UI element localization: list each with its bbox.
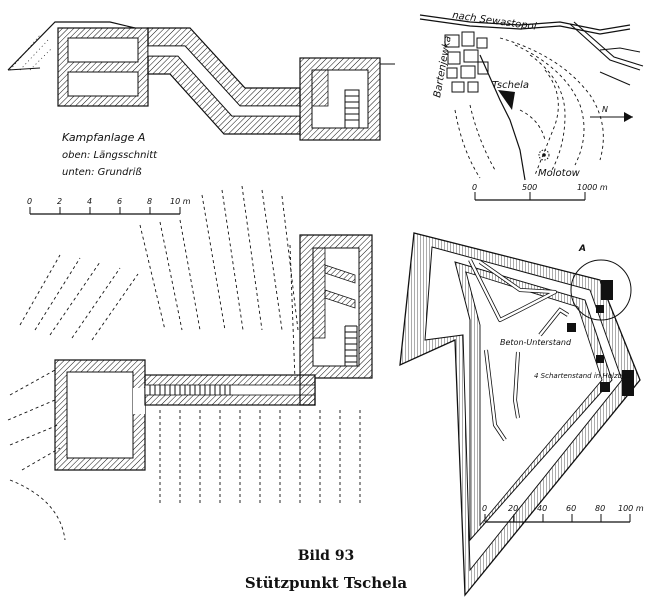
location-map: N — [419, 14, 644, 181]
scale-tick-label: 4 — [87, 197, 92, 206]
road-label: nach Sewastopol — [452, 10, 538, 33]
figure-title: Stützpunkt Tschela — [245, 574, 407, 592]
fort-marker-a: A — [578, 244, 586, 254]
scale-tick-label: 0 — [27, 197, 32, 206]
floor-plan — [7, 185, 373, 541]
north-arrow-icon: N — [590, 105, 633, 122]
scale-bar-100m: 0 20 40 60 80 100 m — [482, 504, 644, 523]
legend-line-bottom: unten: Grundriß — [62, 167, 142, 178]
north-arrow-label: N — [602, 105, 608, 114]
trench-label: 4 Schartenstand in Holzbau — [534, 372, 631, 380]
bunker-label: Beton-Unterstand — [500, 338, 572, 347]
scale-tick-label: 0 — [472, 183, 477, 192]
village-label-center: Tschela — [492, 80, 529, 91]
scale-tick-label: 6 — [117, 197, 122, 206]
legend-line-top: oben: Längsschnitt — [62, 150, 158, 161]
scale-tick-label: 20 — [508, 504, 518, 513]
longitudinal-section — [7, 21, 395, 141]
village-label-right: Molotow — [538, 168, 581, 179]
fort-plan — [399, 232, 641, 597]
village-label-left: Bartenjewka — [432, 35, 454, 99]
figure-number: Bild 93 — [298, 548, 355, 564]
scale-tick-label: 60 — [566, 504, 576, 513]
legend-title: Kampfanlage A — [62, 131, 145, 144]
scale-tick-label: 40 — [537, 504, 547, 513]
scale-tick-label: 500 — [522, 183, 537, 192]
scale-tick-label: 80 — [595, 504, 605, 513]
scale-bar-10m: 0 2 4 6 8 10 m — [27, 197, 191, 215]
scale-bar-1000m: 0 500 1000 m — [472, 183, 608, 201]
scale-tick-label: 2 — [57, 197, 62, 206]
scale-end-label: 1000 m — [577, 183, 608, 192]
scale-end-label: 100 m — [618, 504, 644, 513]
scale-tick-label: 8 — [147, 197, 152, 206]
scale-end-label: 10 m — [170, 197, 191, 206]
scale-tick-label: 0 — [482, 504, 487, 513]
